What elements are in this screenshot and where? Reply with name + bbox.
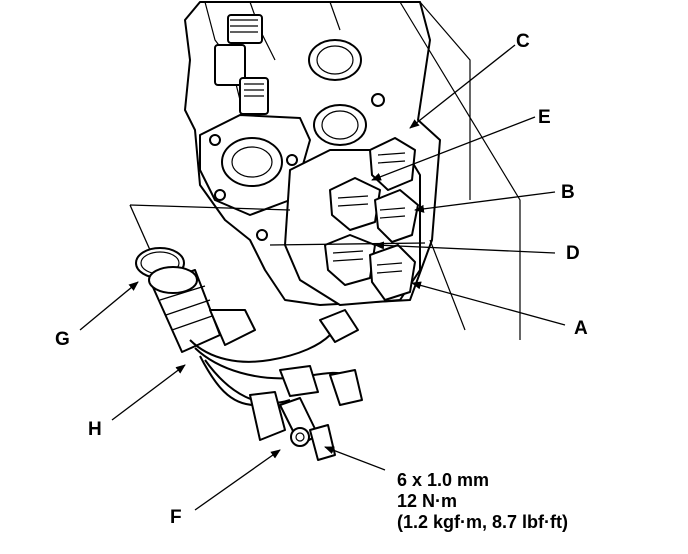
- torque-nm-label: 12 N·m: [397, 491, 457, 511]
- leader-lines: [79, 44, 566, 511]
- callout-a: A: [574, 318, 588, 339]
- callout-h: H: [88, 419, 102, 440]
- solenoid-valve-block: [284, 137, 421, 306]
- callout-d: D: [566, 243, 580, 264]
- callout-b: B: [561, 182, 575, 203]
- callout-e: E: [538, 107, 551, 128]
- callout-f: F: [170, 507, 182, 528]
- speed-sensor: [135, 247, 256, 353]
- transmission-housing: [184, 1, 521, 340]
- callout-g: G: [55, 329, 70, 350]
- torque-spec: 6 x 1.0 mm 12 N·m (1.2 kgf·m, 8.7 lbf·ft…: [397, 470, 568, 532]
- callout-c: C: [516, 31, 530, 52]
- bolt-size-label: 6 x 1.0 mm: [397, 470, 489, 490]
- torque-alt-label: (1.2 kgf·m, 8.7 lbf·ft): [397, 512, 568, 532]
